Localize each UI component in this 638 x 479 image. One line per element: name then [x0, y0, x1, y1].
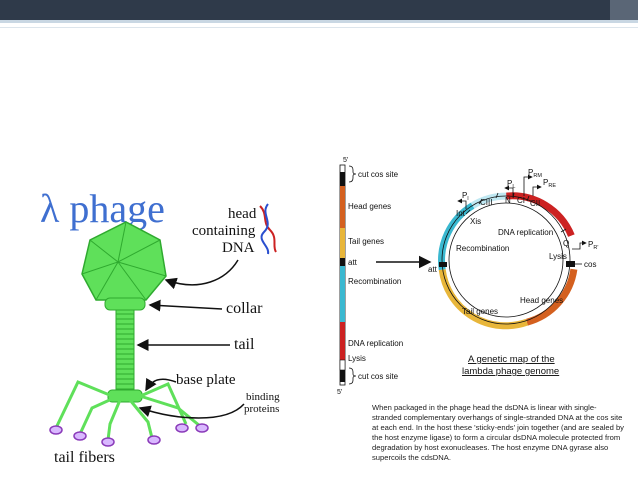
- dna-helix-icon: [259, 203, 277, 255]
- slide-header-tab: [610, 0, 638, 20]
- slide-header-bar: [0, 0, 638, 20]
- linear-label-dna-replication: DNA replication: [348, 339, 403, 348]
- phage-collar: [104, 297, 146, 311]
- slide-header-accent: [0, 20, 638, 23]
- linear-label-tail-genes: Tail genes: [348, 237, 384, 246]
- map-caption-line1: A genetic map of the: [468, 354, 555, 365]
- linear-map-bottom-5prime: 5': [337, 389, 342, 396]
- phage-title: λ phage: [40, 186, 165, 231]
- region-recombination: Recombination: [456, 244, 509, 253]
- linear-map-labels: cut cos site Head genes Tail genes att R…: [348, 165, 403, 385]
- label-binding: binding: [246, 391, 280, 403]
- circular-map-outline: [441, 195, 571, 325]
- region-lysis: Lysis: [549, 252, 567, 261]
- gene-cii: CII: [530, 199, 540, 208]
- promoter-prm: PRM: [528, 168, 542, 179]
- region-cos: cos: [584, 260, 596, 269]
- linear-map-bar: [339, 164, 346, 386]
- gene-int: Int: [456, 209, 466, 218]
- linear-label-cut-cos-top: cut cos site: [358, 170, 399, 179]
- label-tail: tail: [234, 336, 255, 353]
- label-containing: containing: [192, 223, 256, 239]
- label-dna: DNA: [222, 240, 255, 256]
- phage-head: [81, 221, 167, 301]
- phage-arrows: [136, 259, 245, 419]
- label-base-plate: base plate: [176, 372, 236, 388]
- label-proteins: proteins: [244, 403, 279, 415]
- promoter-pr2: PR': [588, 240, 598, 251]
- slide-header-rule: [0, 27, 638, 28]
- linear-label-cut-cos-bottom: cut cos site: [358, 372, 399, 381]
- gene-ciii: CIII: [480, 198, 492, 207]
- gene-q: Q: [563, 239, 569, 248]
- promoter-arrows: [457, 174, 587, 250]
- region-att: att: [428, 265, 438, 274]
- att-site-marker: [439, 262, 447, 267]
- phage-tail-fibers: [54, 380, 201, 441]
- promoter-pL: PL: [507, 179, 515, 190]
- cos-site-marker: [566, 261, 575, 267]
- gene-n: N: [505, 196, 511, 205]
- label-collar: collar: [226, 300, 263, 317]
- region-dna-replication: DNA replication: [498, 228, 553, 237]
- gene-xis: Xis: [470, 217, 481, 226]
- promoter-pl: Pl: [462, 191, 469, 202]
- linear-label-lysis: Lysis: [348, 354, 366, 363]
- gene-ci: CI: [517, 196, 525, 205]
- linear-map-top-5prime: 5': [343, 157, 348, 164]
- phage-tail: [115, 309, 135, 391]
- gene-separators: [465, 192, 567, 233]
- linear-label-att: att: [348, 258, 358, 267]
- tail-fiber-ends: [49, 423, 209, 447]
- map-caption-line2: lambda phage genome: [462, 366, 559, 377]
- linear-label-recombination: Recombination: [348, 277, 401, 286]
- circular-map-inner-outline: [448, 202, 564, 318]
- promoter-pre: PRE: [543, 178, 556, 189]
- label-head: head: [228, 206, 257, 222]
- linear-label-head-genes: Head genes: [348, 202, 391, 211]
- circular-map-labels: Pl PL PRM PRE PR' Int Xis CIII N CI CII …: [428, 168, 598, 316]
- region-head-genes: Head genes: [520, 296, 563, 305]
- packaging-description: When packaged in the phage head the dsDN…: [372, 403, 624, 462]
- label-tail-fibers: tail fibers: [54, 449, 115, 466]
- region-tail-genes: Tail genes: [462, 307, 498, 316]
